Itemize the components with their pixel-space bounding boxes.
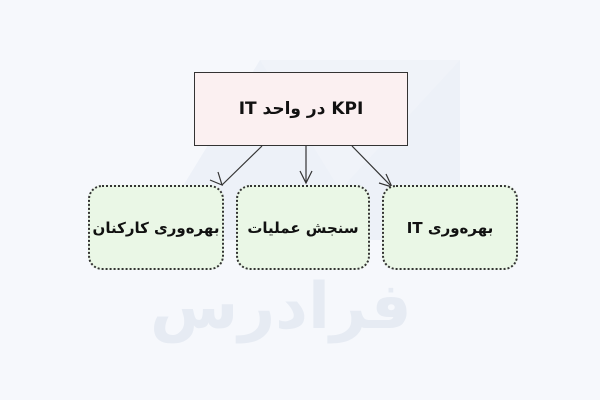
- arrow-to-employee-productivity: [221, 145, 263, 186]
- arrow-to-it-productivity: [351, 145, 393, 188]
- watermark-logo-text: فرادرس: [150, 270, 412, 344]
- node-operations-measurement: سنجش عملیات: [236, 185, 370, 270]
- node-employee-productivity: بهره‌وری کارکنان: [88, 185, 224, 270]
- node-it-productivity: بهره‌وری IT: [382, 185, 518, 270]
- root-node-kpi-it: KPI در واحد IT: [194, 72, 408, 146]
